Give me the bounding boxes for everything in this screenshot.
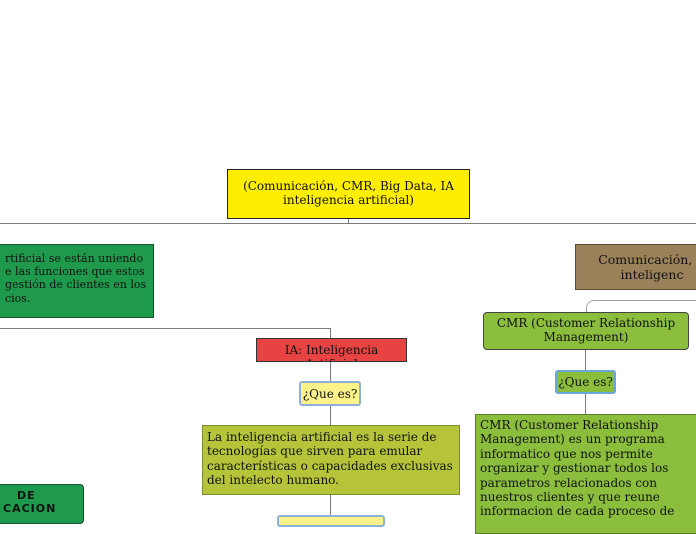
left-bottom-line2: CACION: [3, 502, 57, 516]
root-down-connector: [348, 219, 349, 224]
root-topic-node[interactable]: (Comunicación, CMR, Big Data, IA intelig…: [227, 169, 470, 219]
crm-topic-node[interactable]: CMR (Customer Relationship Management): [483, 312, 689, 350]
right-topic-node[interactable]: Comunicación, C inteligenc: [575, 244, 696, 290]
left-description-line2: e las funciones que estos: [5, 265, 145, 279]
ia-definition-connector: [330, 406, 331, 425]
crm-curve-connector: [586, 300, 696, 313]
right-topic-line1: Comunicación, C: [598, 252, 696, 267]
crm-definition-node[interactable]: CMR (Customer Relationship Management) e…: [475, 414, 696, 534]
ia-child-node[interactable]: [277, 515, 385, 527]
left-bottom-line1-wrap: DE: [3, 489, 83, 502]
ia-up-connector: [330, 328, 331, 338]
crm-definition-text: CMR (Customer Relationship Management) e…: [480, 418, 675, 519]
left-description-node[interactable]: rtificial se están uniendo e las funcion…: [0, 244, 154, 318]
left-description-line4: cios.: [5, 291, 31, 305]
ia-definition-text: La inteligencia artificial es la serie d…: [207, 430, 453, 488]
left-description-line3: gestión de clientes en los: [5, 278, 147, 292]
ia-question-connector: [330, 362, 331, 381]
right-topic-line2: inteligenc: [620, 267, 684, 282]
ia-question-node[interactable]: ¿Que es?: [299, 381, 361, 406]
crm-topic-label: CMR (Customer Relationship Management): [496, 316, 676, 345]
root-topic-line2: inteligencia artificial): [283, 193, 414, 208]
ia-topic-node[interactable]: IA: Inteligencia Artificial: [256, 338, 407, 362]
ia-question-label: ¿Que es?: [302, 387, 358, 401]
crm-question-label: ¿Que es?: [558, 375, 613, 389]
crm-definition-connector: [585, 394, 586, 414]
left-bottom-line1: DE: [17, 489, 36, 502]
crm-question-node[interactable]: ¿Que es?: [555, 370, 616, 394]
ia-topic-label: IA: Inteligencia Artificial: [284, 343, 379, 361]
ia-definition-node[interactable]: La inteligencia artificial es la serie d…: [202, 425, 460, 495]
crm-question-connector: [585, 350, 586, 370]
ia-bottom-connector: [330, 495, 331, 515]
left-description-line1: rtificial se están uniendo: [5, 252, 144, 265]
left-bottom-node[interactable]: DE CACION: [0, 484, 84, 524]
root-topic-line1: (Comunicación, CMR, Big Data, IA: [243, 179, 454, 193]
left-branch-connector: [0, 328, 330, 329]
